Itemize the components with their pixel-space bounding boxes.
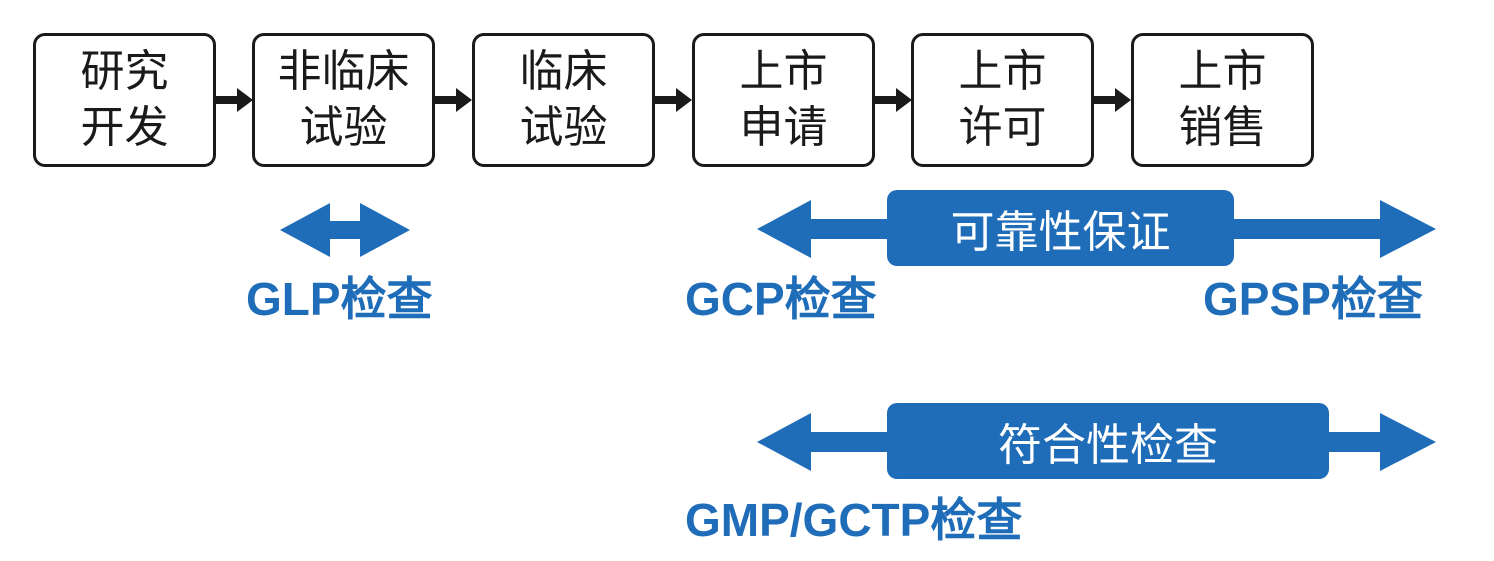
step-label-line1: 临床 (519, 46, 608, 97)
step-marketing-sales: 上市 销售 (1131, 33, 1314, 167)
step-label-line2: 开发 (80, 102, 169, 153)
step-label-line2: 申请 (739, 102, 828, 153)
flow-arrow-icon (1093, 88, 1131, 112)
flow-arrow-icon (215, 88, 253, 112)
reliability-assurance-banner: 可靠性保证 (887, 190, 1234, 266)
glp-span-arrow-icon (280, 203, 410, 257)
step-clinical-trial: 临床 试验 (472, 33, 655, 167)
flow-arrow-icon (434, 88, 472, 112)
gmp-gctp-inspection-label: GMP/GCTP检查 (685, 494, 1023, 546)
step-label-line2: 试验 (299, 102, 388, 153)
step-label-line2: 许可 (958, 102, 1047, 153)
step-label-line1: 非临床 (277, 46, 410, 97)
gpsp-inspection-label: GPSP检查 (1203, 273, 1423, 325)
glp-inspection-label: GLP检查 (246, 273, 433, 325)
step-nonclinical-trial: 非临床 试验 (252, 33, 435, 167)
step-label-line1: 上市 (958, 46, 1047, 97)
step-marketing-approval: 上市 许可 (911, 33, 1094, 167)
flow-arrow-icon (654, 88, 692, 112)
step-label-line2: 试验 (519, 102, 608, 153)
step-marketing-application: 上市 申请 (692, 33, 875, 167)
step-label-line1: 研究 (80, 46, 169, 97)
step-label-line1: 上市 (739, 46, 828, 97)
step-label-line2: 销售 (1178, 102, 1267, 153)
flow-arrow-icon (874, 88, 912, 112)
gcp-inspection-label: GCP检查 (685, 273, 877, 325)
step-research-development: 研究 开发 (33, 33, 216, 167)
conformity-inspection-banner: 符合性检查 (887, 403, 1329, 479)
step-label-line1: 上市 (1178, 46, 1267, 97)
